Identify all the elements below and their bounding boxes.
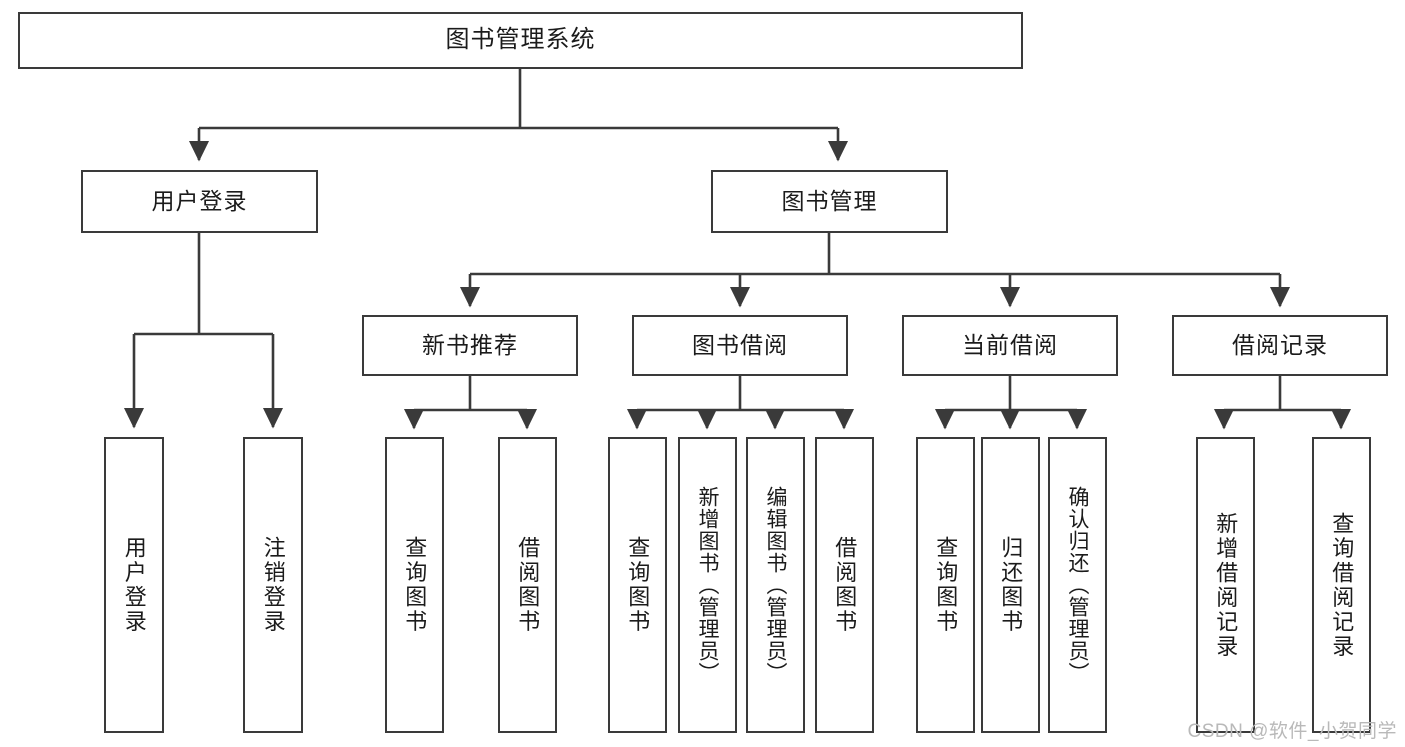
node-label: 查询借阅记录 (1329, 511, 1355, 659)
leaf-query-borrow-record[interactable]: 查询借阅记录 (1312, 437, 1371, 733)
node-label: 查询图书 (625, 536, 651, 634)
node-label: 编辑图书（管理员） (764, 486, 788, 684)
leaf-query-book-current[interactable]: 查询图书 (916, 437, 975, 733)
node-label: 图书借阅 (692, 331, 788, 358)
node-label: 新书推荐 (422, 331, 518, 358)
node-label: 归还图书 (998, 536, 1024, 634)
node-label: 图书管理 (781, 187, 878, 214)
node-book-management[interactable]: 图书管理 (711, 170, 948, 233)
node-label: 查询图书 (933, 536, 959, 634)
node-label: 当前借阅 (962, 331, 1058, 358)
leaf-query-book-borrow[interactable]: 查询图书 (608, 437, 667, 733)
node-label: 确认归还（管理员） (1066, 486, 1090, 684)
node-borrow-record[interactable]: 借阅记录 (1172, 315, 1388, 376)
leaf-edit-book-admin[interactable]: 编辑图书（管理员） (746, 437, 805, 733)
leaf-confirm-return-admin[interactable]: 确认归还（管理员） (1048, 437, 1107, 733)
node-label: 注销登录 (260, 536, 286, 634)
node-label: 借阅图书 (515, 536, 541, 634)
leaf-borrow-book-borrow[interactable]: 借阅图书 (815, 437, 874, 733)
node-label: 图书管理系统 (445, 26, 596, 54)
node-current-borrow[interactable]: 当前借阅 (902, 315, 1118, 376)
leaf-return-book[interactable]: 归还图书 (981, 437, 1040, 733)
node-book-borrow[interactable]: 图书借阅 (632, 315, 848, 376)
leaf-borrow-book-recommend[interactable]: 借阅图书 (498, 437, 557, 733)
node-new-book-recommend[interactable]: 新书推荐 (362, 315, 578, 376)
leaf-add-borrow-record[interactable]: 新增借阅记录 (1196, 437, 1255, 733)
leaf-query-book-recommend[interactable]: 查询图书 (385, 437, 444, 733)
node-root-system[interactable]: 图书管理系统 (18, 12, 1023, 69)
node-label: 用户登录 (151, 187, 248, 214)
node-label: 新增图书（管理员） (696, 486, 720, 684)
node-label: 用户登录 (121, 536, 147, 634)
node-user-login[interactable]: 用户登录 (81, 170, 318, 233)
node-label: 新增借阅记录 (1213, 511, 1239, 659)
node-label: 查询图书 (402, 536, 428, 634)
leaf-user-login[interactable]: 用户登录 (104, 437, 164, 733)
leaf-add-book-admin[interactable]: 新增图书（管理员） (678, 437, 737, 733)
node-label: 借阅记录 (1232, 331, 1328, 358)
leaf-logout[interactable]: 注销登录 (243, 437, 303, 733)
node-label: 借阅图书 (832, 536, 858, 634)
